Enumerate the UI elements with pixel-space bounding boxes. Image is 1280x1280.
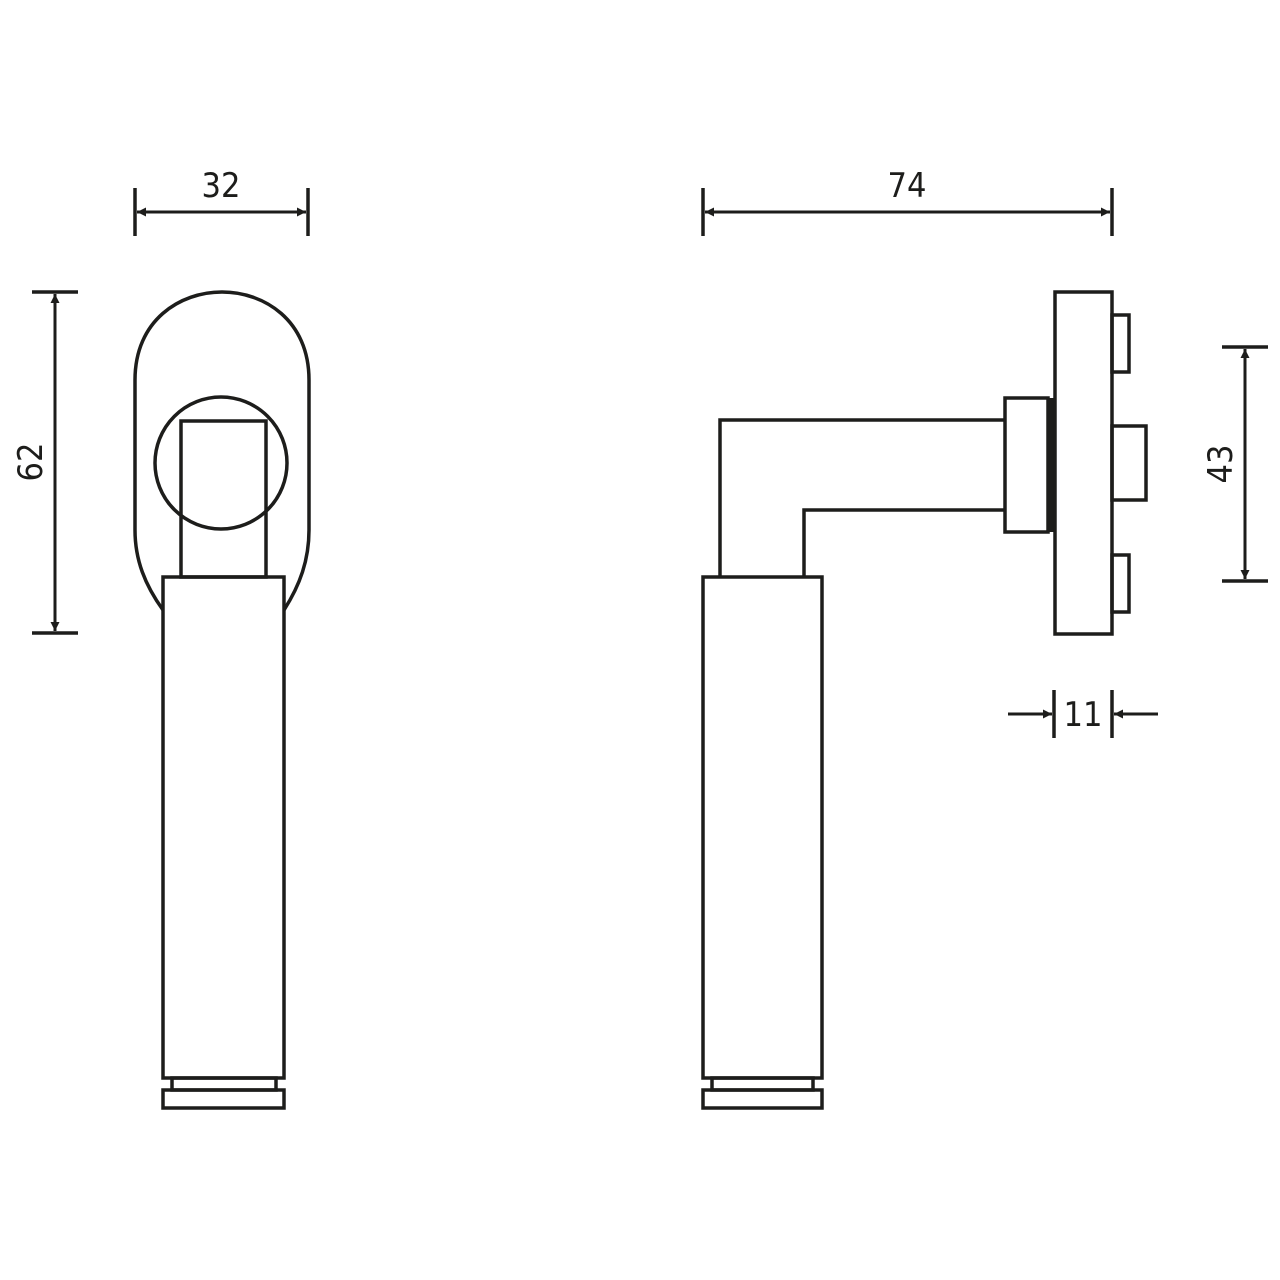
front-end-connector <box>170 1076 278 1092</box>
dimension-front-height: 62 <box>11 290 78 635</box>
side-pin-top <box>1110 313 1131 374</box>
side-pin-bottom <box>1110 553 1131 614</box>
side-spindle-square <box>1110 424 1148 502</box>
side-end-connector <box>710 1076 815 1092</box>
side-lever-arm <box>718 418 1005 577</box>
dimension-front-width: 32 <box>133 166 310 236</box>
dimension-label: 62 <box>11 443 51 482</box>
front-grip <box>161 575 286 1080</box>
front-end-cap <box>161 1088 286 1110</box>
dimension-side-length: 74 <box>701 166 1114 236</box>
side-view <box>701 290 1148 1110</box>
dimension-side-spacing: 43 <box>1201 345 1268 583</box>
side-grip <box>701 575 824 1080</box>
dimension-label: 43 <box>1201 445 1241 484</box>
dimension-rosette-depth: 11 <box>1008 690 1158 738</box>
side-collar-washer <box>1048 398 1055 532</box>
dimension-label: 11 <box>1064 695 1103 735</box>
side-rosette <box>1053 290 1114 636</box>
front-rosette-oval <box>133 290 311 612</box>
front-neck <box>179 419 268 579</box>
dimension-label: 32 <box>202 166 241 206</box>
side-collar <box>1003 396 1050 534</box>
front-spindle-ring <box>153 395 289 531</box>
side-end-cap <box>701 1088 824 1110</box>
front-view <box>133 290 311 1110</box>
dimension-label: 74 <box>888 166 927 206</box>
